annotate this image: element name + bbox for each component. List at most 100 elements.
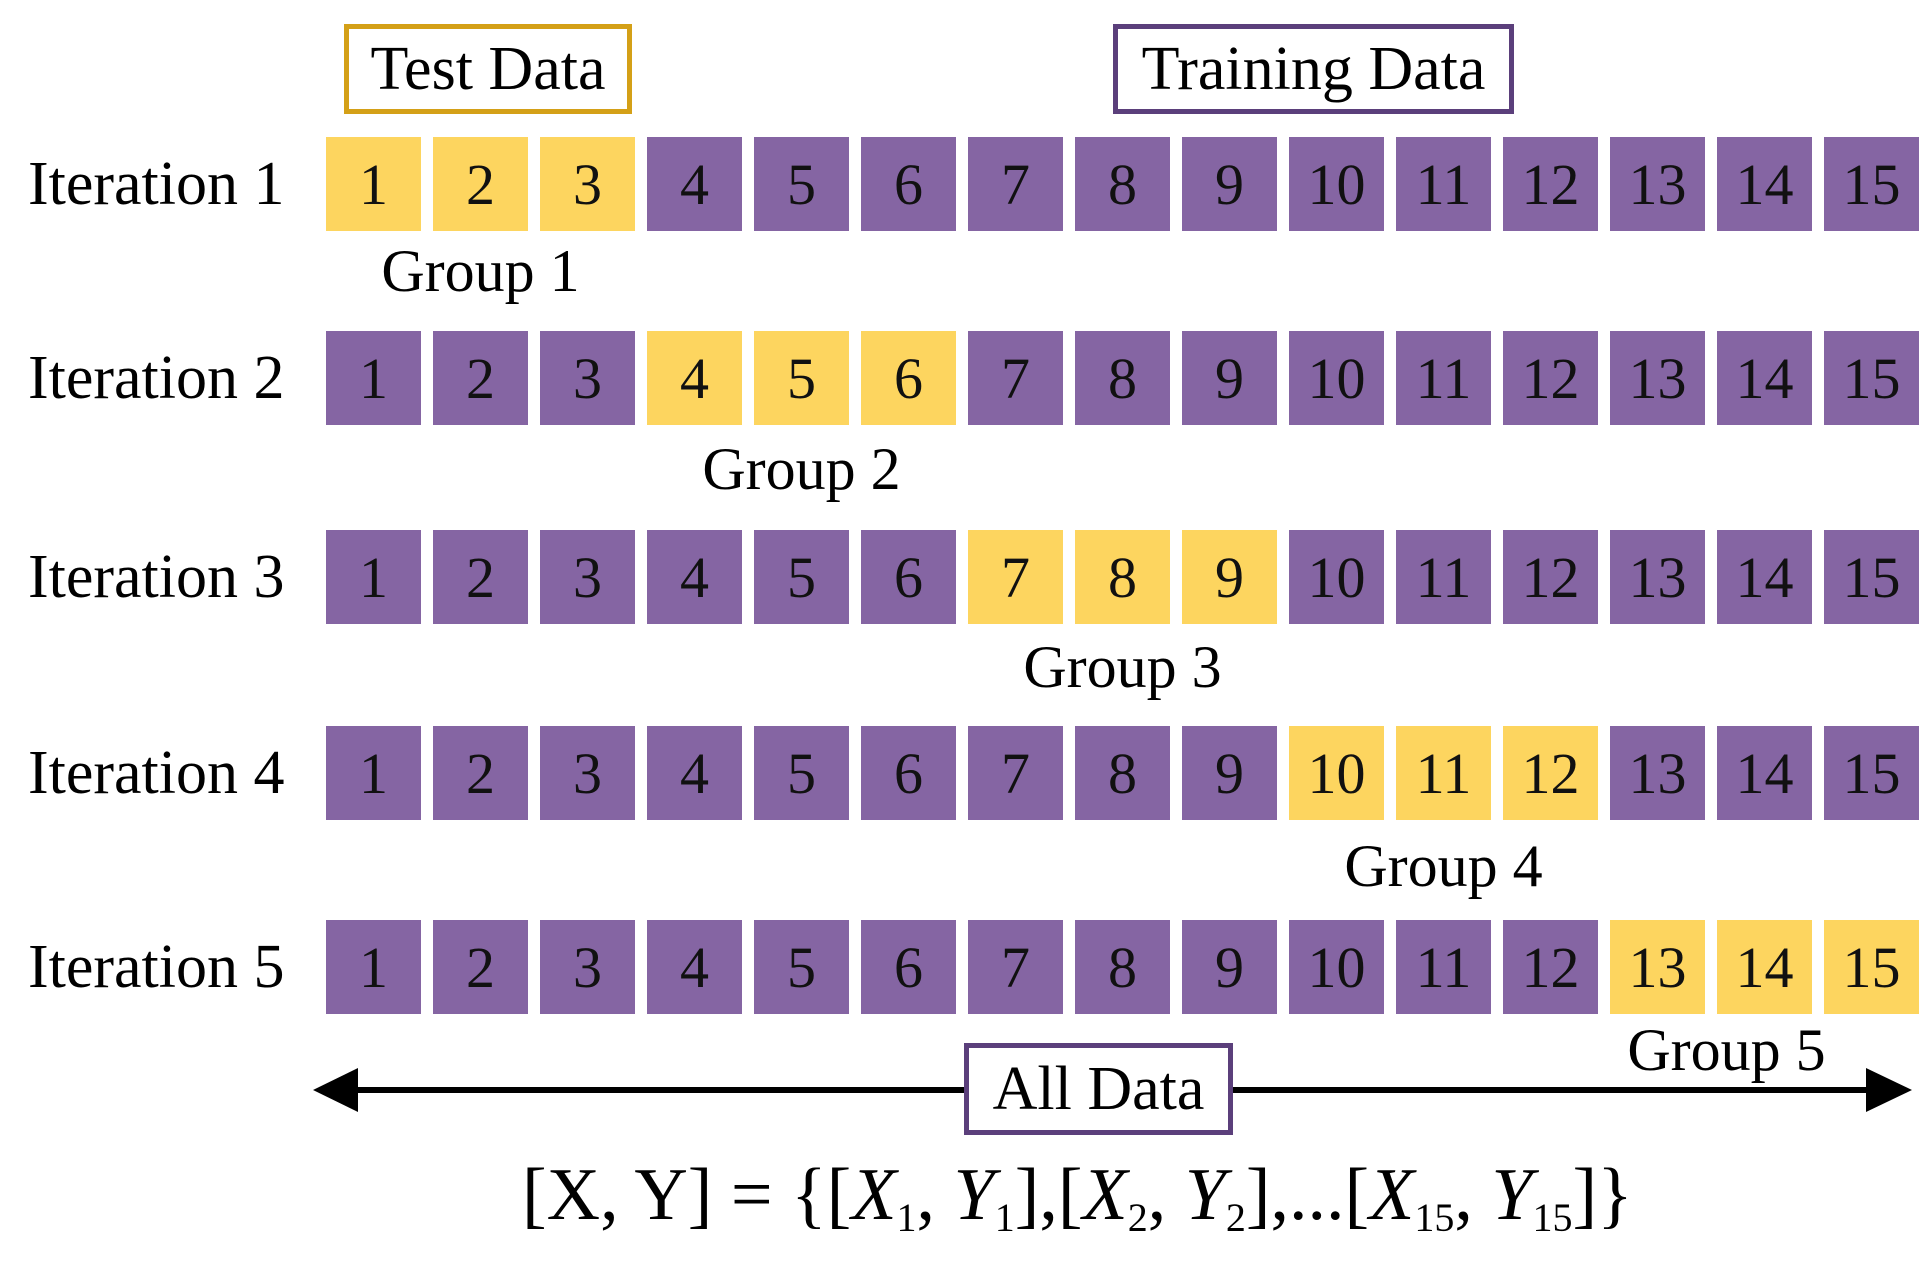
training-cell-iter2-1: 1 <box>326 331 421 425</box>
training-cell-iter4-6: 6 <box>861 726 956 820</box>
test-cell-iter5-13: 13 <box>1610 920 1705 1014</box>
training-cell-iter3-4: 4 <box>647 530 742 624</box>
training-cell-iter2-2: 2 <box>433 331 528 425</box>
training-cell-iter4-2: 2 <box>433 726 528 820</box>
training-cell-iter2-9: 9 <box>1182 331 1277 425</box>
training-cell-iter1-15: 15 <box>1824 137 1919 231</box>
iteration-label-4: Iteration 4 <box>28 739 285 807</box>
training-cell-iter1-7: 7 <box>968 137 1063 231</box>
training-cell-iter2-7: 7 <box>968 331 1063 425</box>
training-cell-iter2-14: 14 <box>1717 331 1812 425</box>
test-cell-iter3-7: 7 <box>968 530 1063 624</box>
test-cell-iter1-3: 3 <box>540 137 635 231</box>
training-cell-iter2-15: 15 <box>1824 331 1919 425</box>
training-cell-iter5-11: 11 <box>1396 920 1491 1014</box>
training-cell-iter5-4: 4 <box>647 920 742 1014</box>
training-cell-iter3-1: 1 <box>326 530 421 624</box>
training-cell-iter2-3: 3 <box>540 331 635 425</box>
training-cell-iter3-3: 3 <box>540 530 635 624</box>
test-cell-iter4-11: 11 <box>1396 726 1491 820</box>
formula-term-1: [X1, Y1] <box>826 1154 1040 1240</box>
iteration-label-2: Iteration 2 <box>28 344 285 412</box>
training-cell-iter3-5: 5 <box>754 530 849 624</box>
training-cell-iter1-9: 9 <box>1182 137 1277 231</box>
training-cell-iter3-15: 15 <box>1824 530 1919 624</box>
training-cell-iter1-8: 8 <box>1075 137 1170 231</box>
training-cell-iter5-5: 5 <box>754 920 849 1014</box>
iteration-label-3: Iteration 3 <box>28 543 285 611</box>
legend-test-label: Test Data <box>370 34 606 103</box>
test-cell-iter4-10: 10 <box>1289 726 1384 820</box>
training-cell-iter4-3: 3 <box>540 726 635 820</box>
training-cell-iter5-12: 12 <box>1503 920 1598 1014</box>
training-cell-iter5-6: 6 <box>861 920 956 1014</box>
test-cell-iter3-9: 9 <box>1182 530 1277 624</box>
training-cell-iter1-12: 12 <box>1503 137 1598 231</box>
training-cell-iter5-7: 7 <box>968 920 1063 1014</box>
training-cell-iter3-11: 11 <box>1396 530 1491 624</box>
training-cell-iter2-11: 11 <box>1396 331 1491 425</box>
arrow-head-right <box>1866 1068 1912 1112</box>
test-cell-iter1-2: 2 <box>433 137 528 231</box>
formula-ellipsis: ... <box>1289 1154 1345 1236</box>
training-cell-iter2-10: 10 <box>1289 331 1384 425</box>
training-cell-iter2-12: 12 <box>1503 331 1598 425</box>
training-cell-iter4-15: 15 <box>1824 726 1919 820</box>
training-cell-iter3-14: 14 <box>1717 530 1812 624</box>
legend-training-data: Training Data <box>1113 24 1514 114</box>
group-label-2: Group 2 <box>702 436 901 502</box>
training-cell-iter4-1: 1 <box>326 726 421 820</box>
data-formula: [X, Y] = {[X1, Y1],[X2, Y2],...[X15, Y15… <box>522 1154 1633 1240</box>
training-cell-iter4-8: 8 <box>1075 726 1170 820</box>
training-cell-iter3-2: 2 <box>433 530 528 624</box>
training-cell-iter5-3: 3 <box>540 920 635 1014</box>
training-cell-iter5-9: 9 <box>1182 920 1277 1014</box>
legend-training-label: Training Data <box>1141 34 1486 103</box>
test-cell-iter2-4: 4 <box>647 331 742 425</box>
training-cell-iter1-5: 5 <box>754 137 849 231</box>
formula-lhs: [X, Y] = { <box>522 1154 827 1236</box>
formula-term-2: [X2, Y2] <box>1057 1154 1271 1240</box>
training-cell-iter1-11: 11 <box>1396 137 1491 231</box>
training-cell-iter4-4: 4 <box>647 726 742 820</box>
all-data-box: All Data <box>964 1043 1233 1135</box>
training-cell-iter2-13: 13 <box>1610 331 1705 425</box>
all-data-label: All Data <box>992 1054 1205 1123</box>
training-cell-iter4-9: 9 <box>1182 726 1277 820</box>
training-cell-iter3-13: 13 <box>1610 530 1705 624</box>
training-cell-iter4-7: 7 <box>968 726 1063 820</box>
test-cell-iter4-12: 12 <box>1503 726 1598 820</box>
group-label-1: Group 1 <box>381 238 580 304</box>
training-cell-iter1-4: 4 <box>647 137 742 231</box>
formula-term-15: [X15, Y15] <box>1344 1154 1598 1240</box>
test-cell-iter1-1: 1 <box>326 137 421 231</box>
training-cell-iter1-6: 6 <box>861 137 956 231</box>
training-cell-iter5-2: 2 <box>433 920 528 1014</box>
arrow-head-left <box>313 1068 358 1112</box>
legend-test-data: Test Data <box>344 24 632 114</box>
test-cell-iter2-5: 5 <box>754 331 849 425</box>
test-cell-iter5-15: 15 <box>1824 920 1919 1014</box>
training-cell-iter4-13: 13 <box>1610 726 1705 820</box>
iteration-label-5: Iteration 5 <box>28 933 285 1001</box>
training-cell-iter3-12: 12 <box>1503 530 1598 624</box>
test-cell-iter2-6: 6 <box>861 331 956 425</box>
training-cell-iter3-10: 10 <box>1289 530 1384 624</box>
test-cell-iter3-8: 8 <box>1075 530 1170 624</box>
training-cell-iter5-1: 1 <box>326 920 421 1014</box>
training-cell-iter2-8: 8 <box>1075 331 1170 425</box>
training-cell-iter1-13: 13 <box>1610 137 1705 231</box>
training-cell-iter5-10: 10 <box>1289 920 1384 1014</box>
training-cell-iter5-8: 8 <box>1075 920 1170 1014</box>
test-cell-iter5-14: 14 <box>1717 920 1812 1014</box>
iteration-label-1: Iteration 1 <box>28 150 285 218</box>
training-cell-iter3-6: 6 <box>861 530 956 624</box>
group-label-4: Group 4 <box>1344 833 1543 899</box>
formula-close: } <box>1597 1154 1633 1236</box>
training-cell-iter1-10: 10 <box>1289 137 1384 231</box>
group-label-5: Group 5 <box>1627 1017 1826 1083</box>
training-cell-iter4-14: 14 <box>1717 726 1812 820</box>
training-cell-iter4-5: 5 <box>754 726 849 820</box>
group-label-3: Group 3 <box>1023 634 1222 700</box>
